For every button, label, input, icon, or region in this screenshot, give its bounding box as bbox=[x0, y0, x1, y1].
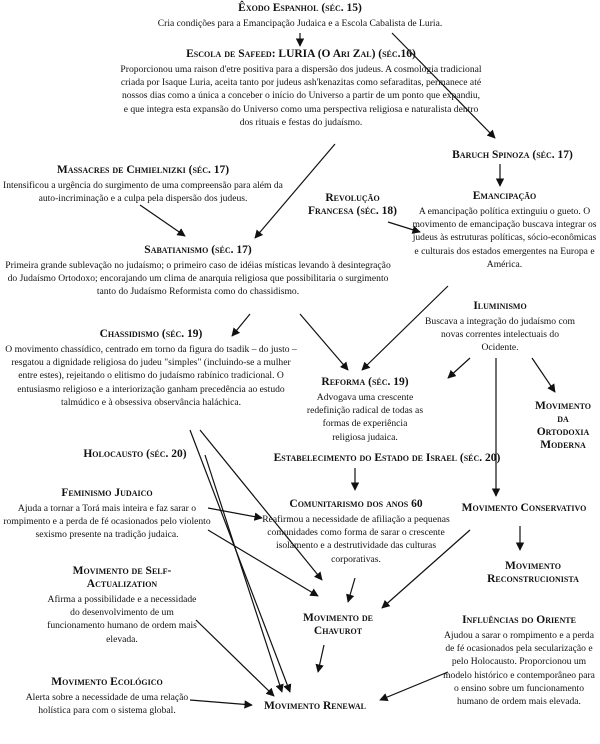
node-spinoza: Baruch Spinoza (séc. 17) bbox=[425, 149, 600, 162]
node-ortodoxia: Movimento da Ortodoxia Moderna bbox=[530, 400, 596, 452]
node-holocausto-title: Holocausto (séc. 20) bbox=[83, 448, 187, 460]
node-chassidismo: Chassidismo (séc. 19) O movimento chassí… bbox=[2, 328, 300, 409]
node-revolucao: Revolução Francesa (séc. 18) bbox=[305, 192, 400, 218]
node-iluminismo: Iluminismo Buscava a integração do judaí… bbox=[425, 300, 575, 355]
node-ecologico-desc: Alerta sobre a necessidade de uma relaçã… bbox=[25, 692, 189, 717]
node-spinoza-title: Baruch Spinoza (séc. 17) bbox=[452, 149, 573, 161]
node-israel-title: Estabelecimento do Estado de Israel (séc… bbox=[273, 452, 501, 464]
node-chassidismo-desc: O movimento chassídico, centrado em torn… bbox=[5, 344, 297, 408]
node-selfact-title: Movimento de Self-Actualization bbox=[72, 565, 172, 590]
node-emancipacao-title: Emancipação bbox=[472, 190, 537, 202]
node-emancipacao: Emancipação A emancipação política extin… bbox=[412, 190, 597, 271]
node-emancipacao-desc: A emancipação política extinguiu o gueto… bbox=[412, 206, 597, 270]
arrow-massacres-sabatianismo bbox=[139, 204, 186, 237]
node-massacres-title: Massacres de Chmielnizki (séc. 17) bbox=[56, 164, 230, 176]
arrow-comunitarismo-chavurot bbox=[346, 577, 356, 603]
node-feminismo: Feminismo Judaico Ajuda a tornar a Torá … bbox=[2, 487, 212, 542]
node-comunitarismo: Comunitarismo dos anos 60 Reafirmou a ne… bbox=[262, 498, 450, 566]
node-safeed-title: Escola de Safeed: LURIA (O Ari Zal) (séc… bbox=[186, 48, 416, 60]
node-renewal-title: Movimento Renewal bbox=[264, 700, 366, 712]
arrow-iluminismo-ortodoxia bbox=[531, 357, 556, 393]
arrow-ecologico-renewal bbox=[189, 699, 253, 709]
node-israel: Estabelecimento do Estado de Israel (séc… bbox=[242, 452, 532, 465]
node-comunitarismo-desc: Reafirmou a necessidade de afiliação a p… bbox=[262, 514, 450, 565]
arrow-sabatianismo-reforma bbox=[299, 313, 349, 371]
node-exodo-title: Êxodo Espanhol (séc. 15) bbox=[238, 2, 362, 14]
node-ecologico: Movimento Ecológico Alerta sobre a neces… bbox=[22, 676, 192, 717]
node-ortodoxia-title: Movimento da Ortodoxia Moderna bbox=[534, 400, 592, 451]
node-conservativo: Movimento Conservativo bbox=[452, 502, 596, 515]
node-iluminismo-title: Iluminismo bbox=[473, 300, 527, 312]
arrow-chavurot-renewal bbox=[315, 644, 325, 673]
node-exodo: Êxodo Espanhol (séc. 15) Cria condições … bbox=[120, 2, 480, 30]
node-feminismo-title: Feminismo Judaico bbox=[61, 487, 153, 499]
node-reforma-title: Reforma (séc. 19) bbox=[321, 376, 409, 388]
node-chavurot-title: Movimento de Chavurot bbox=[302, 612, 374, 637]
node-oriente-title: Influências do Oriente bbox=[462, 614, 576, 626]
node-comunitarismo-title: Comunitarismo dos anos 60 bbox=[289, 498, 423, 510]
node-safeed-desc: Proporcionou uma raison d'etre positiva … bbox=[120, 64, 482, 128]
node-renewal: Movimento Renewal bbox=[250, 700, 380, 713]
node-chavurot: Movimento de Chavurot bbox=[288, 612, 388, 638]
node-selfact: Movimento de Self-Actualization Afirma a… bbox=[42, 565, 202, 646]
arrow-oriente-renewal bbox=[379, 671, 449, 702]
node-safeed: Escola de Safeed: LURIA (O Ari Zal) (séc… bbox=[120, 48, 482, 129]
node-feminismo-desc: Ajuda a tornar a Torá mais inteira e faz… bbox=[3, 503, 211, 541]
node-exodo-desc: Cria condições para a Emancipação Judaic… bbox=[157, 18, 443, 29]
node-conservativo-title: Movimento Conservativo bbox=[461, 502, 587, 514]
node-oriente-desc: Ajudou a sarar o rompimento e a perda de… bbox=[443, 630, 595, 708]
node-reconstrucionista-title: Movimento Reconstrucionista bbox=[487, 560, 579, 585]
node-iluminismo-desc: Buscava a integração do judaísmo com nov… bbox=[425, 316, 575, 354]
node-selfact-desc: Afirma a possibilidade e a necessidade d… bbox=[47, 594, 197, 645]
node-sabatianismo-desc: Primeira grande sublevação no judaísmo; … bbox=[5, 260, 391, 298]
arrow-iluminismo-reforma bbox=[447, 357, 471, 379]
arrow-holocausto-renewal bbox=[204, 454, 284, 693]
arrow-feminismo-comunitarismo bbox=[207, 507, 263, 521]
node-holocausto: Holocausto (séc. 20) bbox=[60, 448, 210, 461]
node-revolucao-title: Revolução Francesa (séc. 18) bbox=[307, 192, 398, 217]
node-reforma: Reforma (séc. 19) Advogava uma crescente… bbox=[305, 376, 425, 444]
node-reconstrucionista: Movimento Reconstrucionista bbox=[470, 560, 596, 586]
node-oriente: Influências do Oriente Ajudou a sarar o … bbox=[440, 614, 598, 708]
node-reforma-desc: Advogava uma crescente redefinição radic… bbox=[306, 392, 424, 443]
node-ecologico-title: Movimento Ecológico bbox=[51, 676, 163, 688]
arrow-selfact-renewal bbox=[195, 619, 275, 697]
node-sabatianismo: Sabatianismo (séc. 17) Primeira grande s… bbox=[2, 244, 394, 299]
node-chassidismo-title: Chassidismo (séc. 19) bbox=[99, 328, 203, 340]
node-sabatianismo-title: Sabatianismo (séc. 17) bbox=[144, 244, 252, 256]
node-massacres: Massacres de Chmielnizki (séc. 17) Inten… bbox=[2, 164, 284, 205]
node-massacres-desc: Intensificou a urgência do surgimento de… bbox=[3, 180, 283, 205]
